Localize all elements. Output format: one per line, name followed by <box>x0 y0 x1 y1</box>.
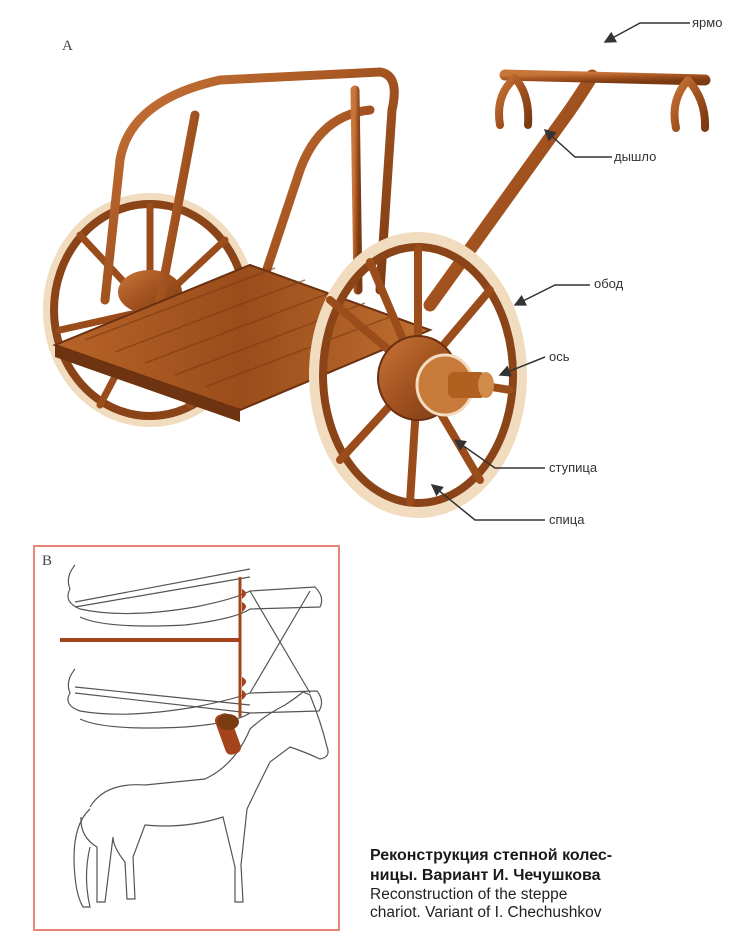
label-spoke: спица <box>549 512 584 527</box>
horses-top-view <box>68 565 322 728</box>
label-axle: ось <box>549 349 570 364</box>
caption-en-line-1: Reconstruction of the steppe <box>370 886 720 904</box>
label-hub: ступица <box>549 460 597 475</box>
horse-side-view <box>74 692 328 907</box>
caption-ru-line-2: ницы. Вариант И. Чечушкова <box>370 866 720 886</box>
chariot-platform <box>55 265 430 422</box>
front-wheel <box>315 238 521 512</box>
label-rim: обод <box>594 276 623 291</box>
label-pole: дышло <box>614 149 656 164</box>
caption-ru-line-1: Реконструкция степной колес- <box>370 846 720 866</box>
panel-a-letter: A <box>62 38 73 55</box>
label-yoke: ярмо <box>692 15 722 30</box>
panel-b-frame: B <box>33 545 340 931</box>
harness-diagram <box>35 547 338 929</box>
caption-en-line-2: chariot. Variant of I. Chechushkov <box>370 904 720 922</box>
chariot-illustration <box>0 0 729 545</box>
figure-caption: Реконструкция степной колес- ницы. Вариа… <box>370 846 720 922</box>
